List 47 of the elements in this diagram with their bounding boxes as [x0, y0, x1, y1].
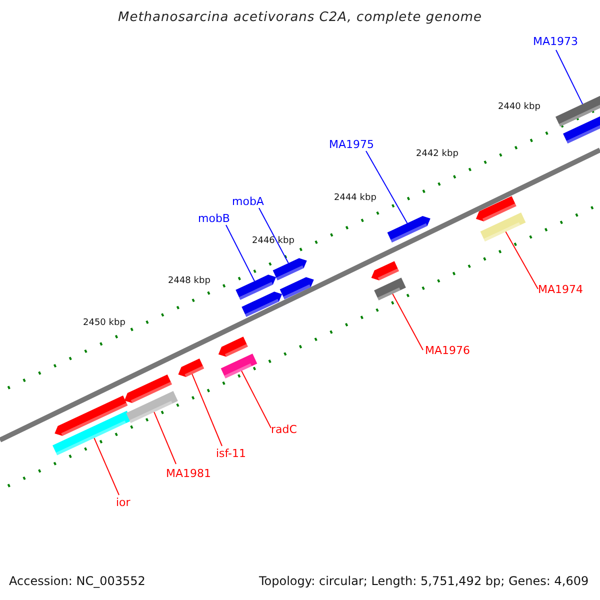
- gene-bar: [242, 292, 282, 317]
- scale-label: 2444 kbp: [334, 194, 376, 203]
- gene-bar: [54, 396, 128, 436]
- gene-label: MA1975: [329, 139, 374, 150]
- leader-line: [226, 224, 255, 282]
- leader-line: [258, 208, 289, 264]
- leader-line: [505, 231, 538, 290]
- gene-bar: [280, 277, 314, 300]
- gene-bar: [555, 94, 600, 127]
- leader-line: [154, 412, 176, 464]
- gene-bar: [480, 212, 526, 242]
- gene-label: MA1981: [166, 468, 212, 479]
- scale-label: 2448 kbp: [168, 277, 210, 286]
- gene-bar: [126, 391, 178, 423]
- leader-line: [392, 293, 424, 350]
- scale-label: 2442 kbp: [416, 150, 458, 159]
- accession-text: Accession: NC_003552: [9, 575, 146, 587]
- gene-bar: [387, 216, 430, 242]
- gene-label: ior: [116, 497, 130, 508]
- gene-bar: [236, 274, 276, 300]
- scale-label: 2440 kbp: [498, 103, 540, 112]
- gene-bar: [374, 278, 406, 300]
- gene-bar: [124, 374, 172, 404]
- gene-bar: [218, 336, 248, 357]
- genome-title: Methanosarcina acetivorans C2A, complete genome: [116, 11, 484, 24]
- leader-line: [241, 370, 272, 428]
- gene-label: MA1974: [538, 284, 584, 295]
- gene-bar: [371, 261, 400, 280]
- gene-label: mobB: [198, 213, 230, 224]
- gene-label: MA1976: [425, 345, 470, 356]
- scale-label: 2450 kbp: [83, 319, 126, 328]
- leader-line: [366, 150, 408, 224]
- gene-label: isf-11: [216, 448, 246, 459]
- gene-label: MA1973: [533, 36, 578, 47]
- gene-bar: [178, 358, 204, 377]
- scale-label: 2446 kbp: [252, 237, 294, 246]
- leader-line: [556, 50, 584, 105]
- gene-bar: [52, 410, 132, 456]
- gene-label: radC: [271, 424, 297, 435]
- genome-summary: Topology: circular; Length: 5,751,492 bp; Genes: 4,609: [259, 575, 589, 587]
- leader-line: [94, 438, 120, 496]
- leader-line: [192, 374, 222, 446]
- gene-bar: [476, 196, 516, 222]
- gene-bar: [272, 258, 307, 280]
- gene-bar: [220, 354, 258, 378]
- gene-label: mobA: [232, 196, 264, 207]
- gene-bar: [563, 114, 600, 144]
